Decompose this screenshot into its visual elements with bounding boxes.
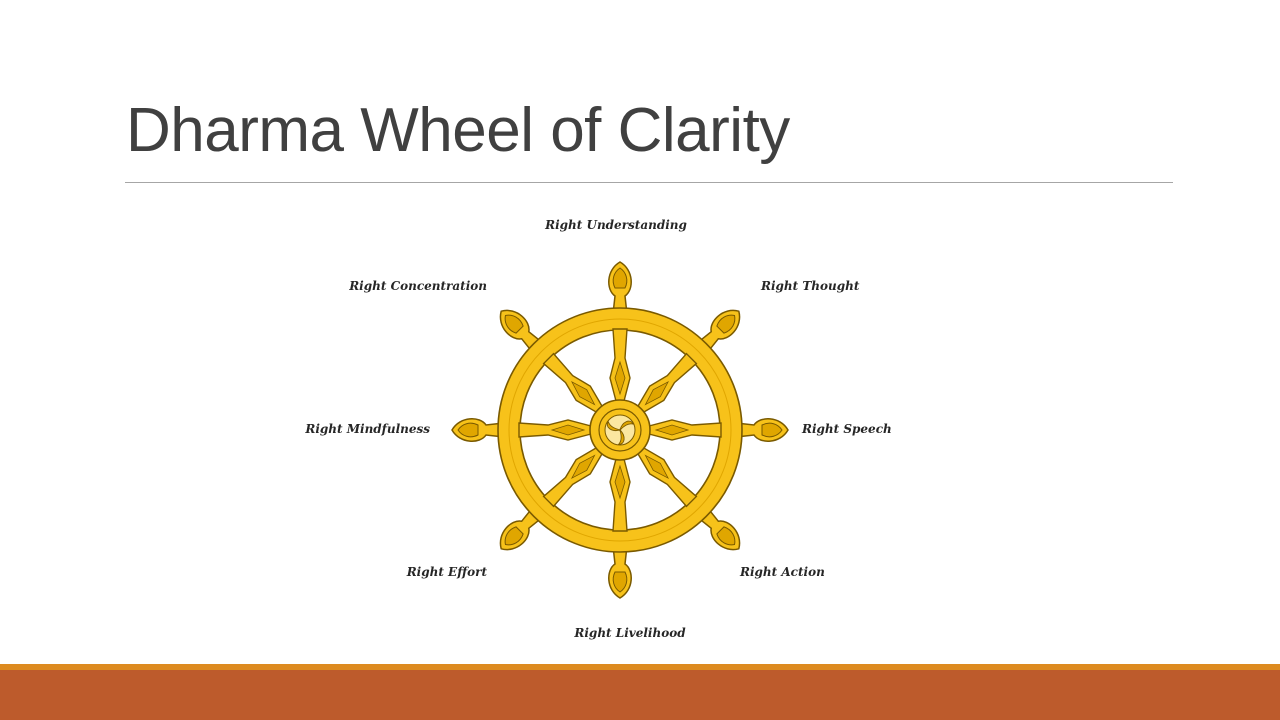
spoke: [609, 328, 631, 402]
wheel-spokes: [518, 328, 722, 532]
label-right-mindfulness: Right Mindfulness: [304, 422, 430, 436]
handle-bottom-right: [695, 505, 741, 551]
handle-right: [735, 418, 789, 442]
handle-left: [451, 418, 505, 442]
label-right-livelihood: Right Livelihood: [573, 626, 686, 640]
spoke: [648, 419, 722, 441]
swirl-lobe: [617, 428, 625, 445]
spoke: [609, 458, 631, 532]
hub-swirl-icon: [606, 420, 634, 445]
spoke-diamond: [550, 424, 586, 436]
handle-inset: [612, 571, 628, 593]
swirl-lobe: [619, 420, 634, 432]
slide-title: Dharma Wheel of Clarity: [126, 96, 790, 165]
handle-inset: [504, 314, 524, 334]
spoke: [636, 446, 698, 508]
swirl-lobe: [606, 420, 622, 431]
label-right-speech: Right Speech: [801, 422, 892, 436]
handle-top-right: [695, 309, 741, 355]
handle-inset: [612, 267, 628, 289]
spoke-diamond: [644, 454, 670, 480]
spoke-diamond: [644, 380, 670, 406]
spoke: [542, 352, 604, 414]
handle-bottom: [608, 545, 632, 599]
spoke-diamond: [614, 464, 626, 500]
spoke-diamond: [654, 424, 690, 436]
label-right-understanding: Right Understanding: [544, 218, 687, 232]
spoke-diamond: [614, 360, 626, 396]
footer-bar: [0, 670, 1280, 720]
spoke: [518, 419, 592, 441]
dharma-wheel: [451, 261, 789, 599]
handle-inset: [457, 422, 479, 438]
label-right-action: Right Action: [739, 565, 825, 579]
dharma-wheel-illustration: Right Understanding Right Thought Right …: [304, 218, 892, 640]
wheel-rim-groove: [508, 318, 732, 542]
handle-inset: [716, 526, 736, 546]
label-right-concentration: Right Concentration: [348, 279, 487, 293]
title-underline: [125, 182, 1173, 183]
label-right-effort: Right Effort: [406, 565, 488, 579]
spoke: [542, 446, 604, 508]
label-right-thought: Right Thought: [760, 279, 860, 293]
dharma-wheel-figure: Right Understanding Right Thought Right …: [300, 208, 900, 648]
wheel-handles: [451, 261, 789, 599]
handle-inset: [504, 526, 524, 546]
handle-top-left: [499, 309, 545, 355]
handle-inset: [761, 422, 783, 438]
handle-inset: [716, 314, 736, 334]
spoke-diamond: [570, 454, 596, 480]
footer-accent-stripe: [0, 664, 1280, 670]
handle-bottom-left: [499, 505, 545, 551]
spoke-diamond: [570, 380, 596, 406]
handle-top: [608, 261, 632, 315]
spoke: [636, 352, 698, 414]
